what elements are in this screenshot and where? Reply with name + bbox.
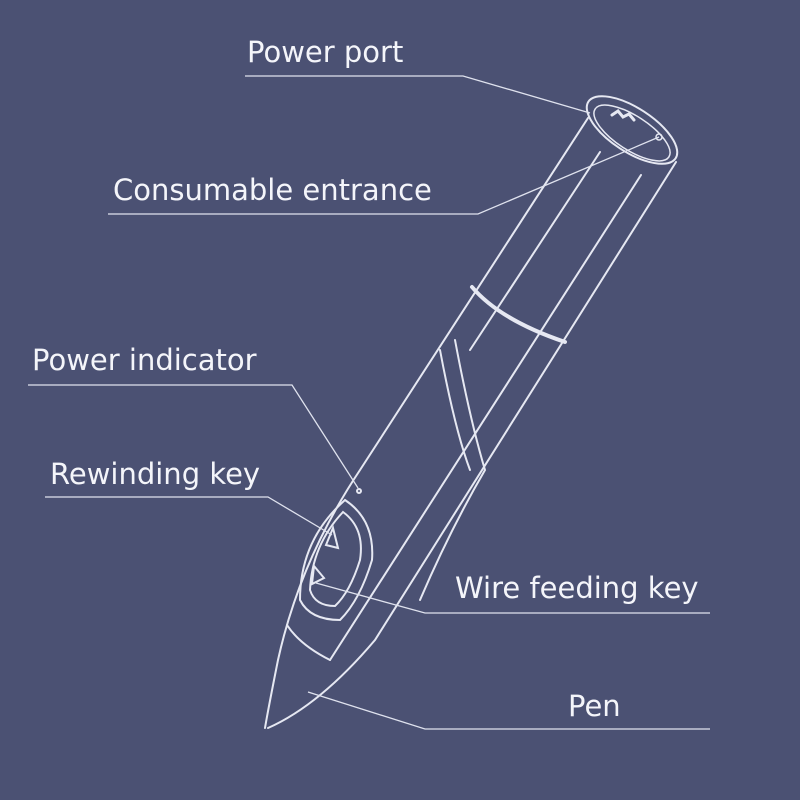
leader-consumable-entrance: [108, 136, 660, 215]
power-indicator-dot: [356, 488, 362, 494]
leader-wire-feeding-key: [315, 582, 710, 614]
label-wire-feeding-key: Wire feeding key: [455, 571, 699, 605]
grip-band: [470, 285, 567, 344]
label-power-port: Power port: [247, 35, 404, 69]
leader-power-port: [245, 75, 591, 114]
label-consumable-entrance: Consumable entrance: [113, 173, 432, 207]
side-panel-curve2: [439, 349, 471, 471]
nozzle-ring: [286, 624, 331, 661]
leader-rewinding-key: [45, 496, 333, 536]
leader-power-indicator: [28, 384, 359, 489]
wire-feeding-key-triangle: [310, 563, 326, 586]
leader-pen: [307, 691, 710, 730]
pen-body-left-edge: [264, 117, 589, 729]
pen-top-cap: [585, 95, 679, 165]
button-housing-inner: [308, 510, 362, 608]
label-rewinding-key: Rewinding key: [50, 457, 261, 491]
button-housing: [298, 498, 374, 622]
rewinding-key-triangle: [324, 524, 340, 550]
side-panel-curve: [419, 339, 487, 601]
label-pen: Pen: [568, 689, 621, 723]
pen-body-inner-line2: [469, 151, 601, 351]
pen-body-right-edge: [267, 161, 677, 729]
power-port-glyph: [610, 109, 636, 122]
consumable-hole: [655, 133, 663, 141]
pen-body-inner-line: [329, 174, 642, 661]
pen-top-cap-inner: [593, 104, 671, 162]
label-power-indicator: Power indicator: [32, 343, 257, 377]
